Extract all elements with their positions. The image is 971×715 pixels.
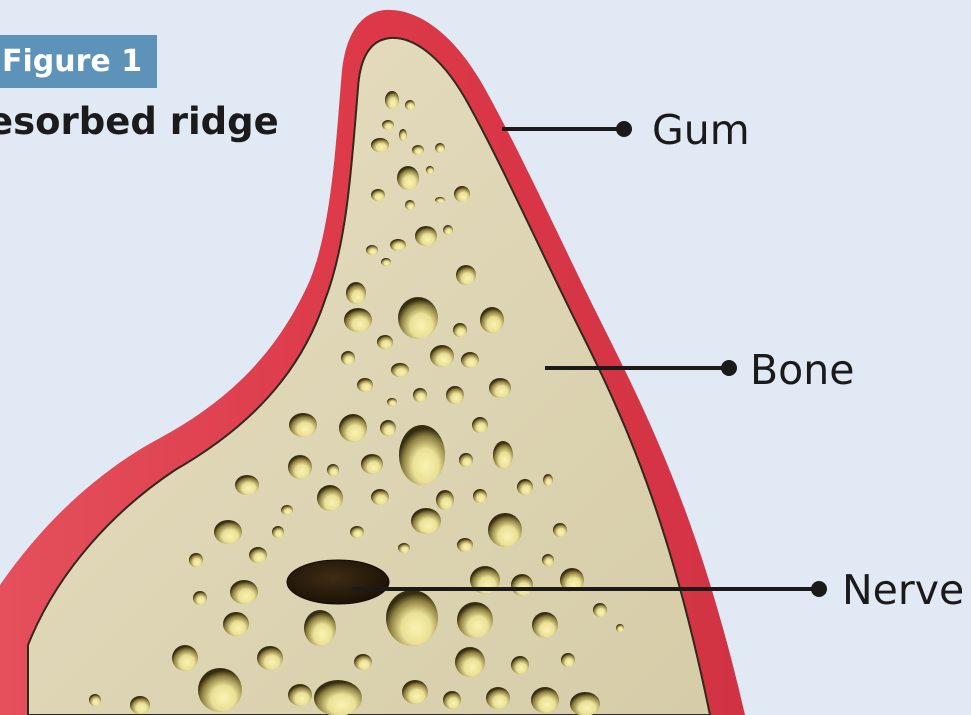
gum-label: Gum: [652, 106, 750, 154]
bone-leader-dot: [721, 360, 737, 376]
nerve-leader-dot: [811, 581, 827, 597]
nerve-label: Nerve: [842, 566, 964, 614]
gum-leader-dot: [616, 121, 632, 137]
figure-title: esorbed ridge: [0, 98, 279, 146]
bone-label: Bone: [750, 346, 854, 394]
nerve-canal: [287, 560, 389, 604]
figure-badge: Figure 1: [0, 35, 157, 88]
